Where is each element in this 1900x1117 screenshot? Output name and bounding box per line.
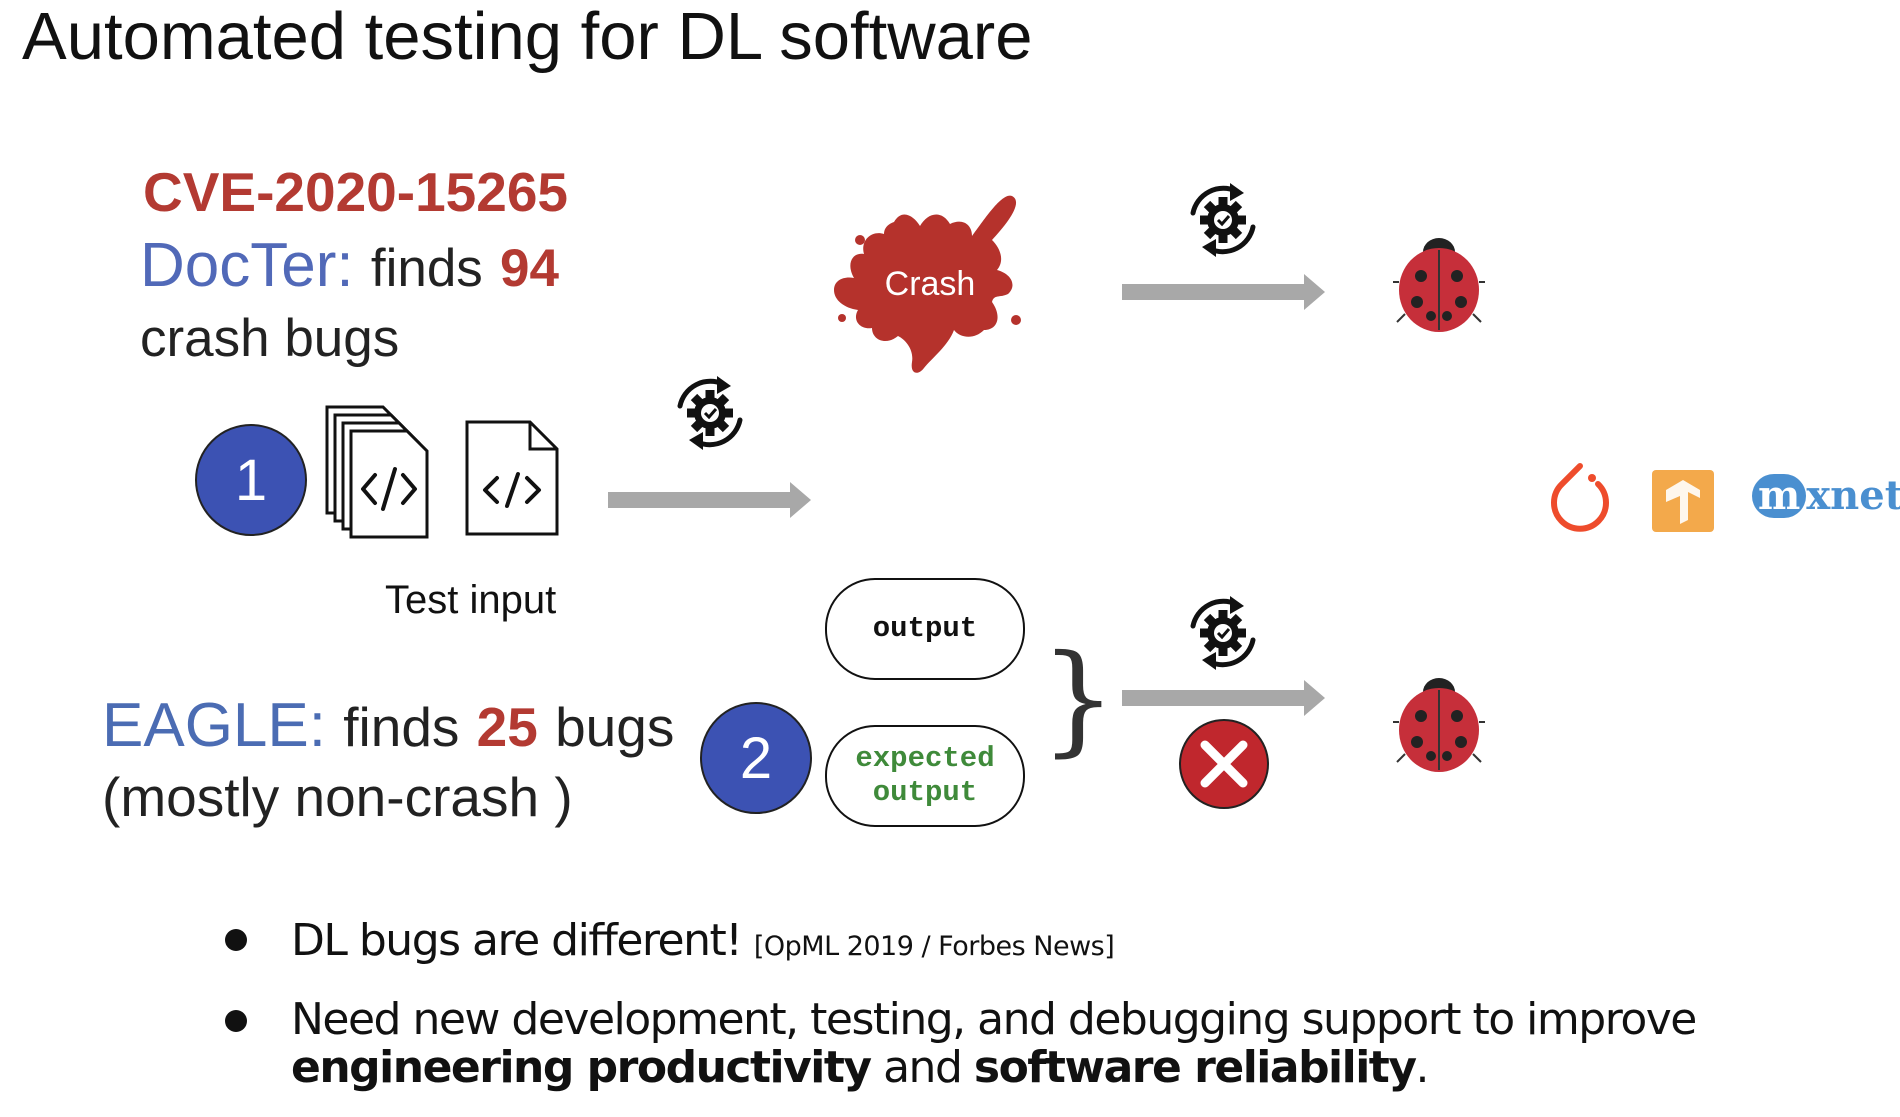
ladybug-icon	[1393, 238, 1485, 332]
arrow-crash-to-bug	[1122, 274, 1325, 310]
step-2-circle: 2	[700, 702, 812, 814]
docter-line: DocTer: finds 94	[140, 230, 559, 301]
eagle-finds: finds	[343, 696, 460, 758]
step-1-circle: 1	[195, 424, 307, 536]
bullet-dot	[225, 1010, 247, 1032]
gear-cycle-icon	[677, 376, 743, 450]
eagle-name: EAGLE:	[102, 691, 326, 760]
eagle-line: EAGLE: finds 25 bugs	[102, 690, 674, 761]
error-x-icon	[1179, 719, 1269, 809]
expected-output-pill: expected output	[825, 725, 1025, 827]
docter-finds: finds	[370, 239, 483, 298]
slide-title: Automated testing for DL software	[22, 0, 1033, 74]
eagle-count: 25	[476, 696, 538, 758]
compare-brace: }	[1040, 630, 1117, 769]
tensorflow-logo-icon	[1652, 470, 1714, 532]
bullet-list: DL bugs are different! [OpML 2019 / Forb…	[225, 915, 1845, 1092]
output-pill: output	[825, 578, 1025, 680]
code-files-stack-icon	[325, 405, 429, 539]
code-file-icon	[465, 420, 559, 536]
docter-count: 94	[500, 239, 559, 298]
bullet-2-bold-1: engineering productivity	[291, 1042, 872, 1093]
arrow-to-oracle	[608, 482, 811, 518]
docter-name: DocTer:	[140, 231, 354, 300]
cve-id: CVE-2020-15265	[143, 161, 569, 223]
eagle-suffix: bugs	[555, 696, 675, 758]
bullet-2-mid: and	[883, 1042, 963, 1093]
arrow-compare-to-bug	[1122, 680, 1325, 716]
bullet-dot	[225, 929, 247, 951]
gear-cycle-icon	[1190, 183, 1256, 257]
bullet-item: DL bugs are different! [OpML 2019 / Forb…	[225, 915, 1845, 966]
ladybug-icon	[1393, 678, 1485, 772]
crash-label: Crash	[885, 265, 976, 303]
gear-cycle-icon	[1190, 596, 1256, 670]
bullet-1-text: DL bugs are different!	[291, 915, 743, 966]
bullet-2-bold-2: software reliability	[973, 1042, 1417, 1093]
test-input-label: Test input	[385, 578, 557, 622]
eagle-line2: (mostly non-crash )	[102, 766, 573, 828]
crash-splat-icon: Crash	[834, 195, 1021, 373]
bullet-1-ref: [OpML 2019 / Forbes News]	[753, 931, 1115, 962]
pytorch-logo-icon	[1551, 463, 1609, 532]
bullet-item: Need new development, testing, and debug…	[225, 996, 1845, 1092]
docter-line2: crash bugs	[140, 309, 400, 368]
bullet-2-end: .	[1415, 1042, 1430, 1093]
bullet-2-text: Need new development, testing, and debug…	[291, 994, 1697, 1045]
